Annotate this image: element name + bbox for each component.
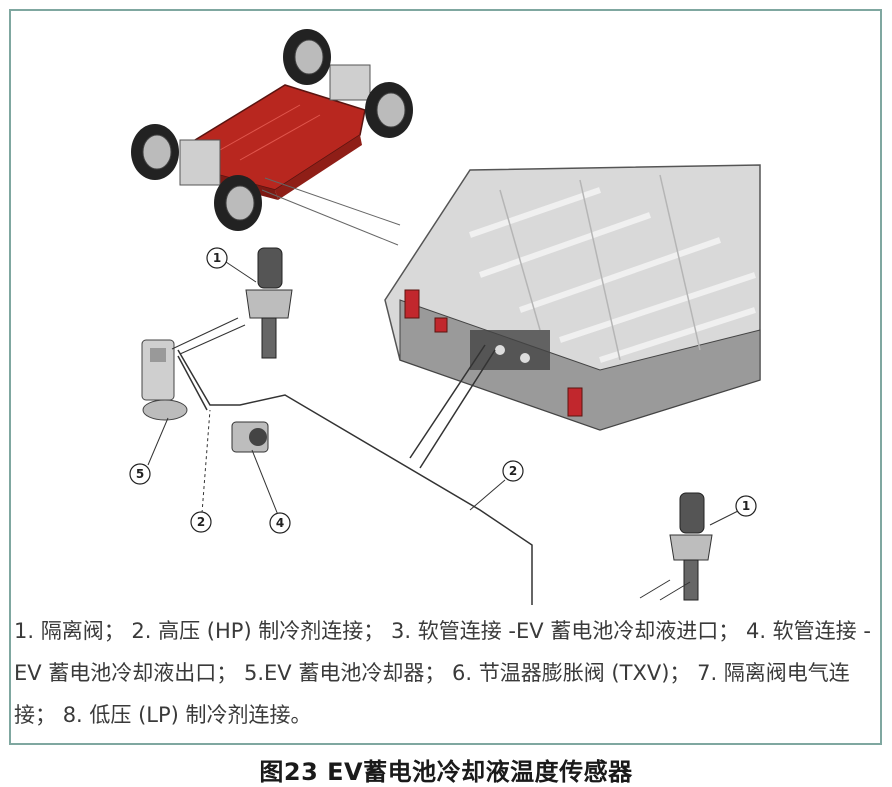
- callout-2-right: 2: [502, 460, 524, 482]
- vehicle-chassis: [131, 29, 413, 231]
- svg-text:5: 5: [136, 467, 144, 481]
- svg-text:1: 1: [213, 251, 221, 265]
- legend-item: 7. 隔离阀电气连接；: [14, 661, 850, 727]
- leader-lines: [147, 261, 741, 601]
- callout-1-right: 1: [735, 495, 757, 517]
- figure-caption: 图23 EV蓄电池冷却液温度传感器: [259, 758, 633, 786]
- refrigerant-pipes: [177, 344, 533, 605]
- svg-text:2: 2: [509, 464, 517, 478]
- legend-item: 6. 节温器膨胀阀 (TXV)；: [452, 661, 691, 685]
- legend-item: 4. 软管连接 -EV 蓄电池冷却液出口；: [14, 619, 871, 685]
- svg-text:1: 1: [742, 499, 750, 513]
- zoom-lines: [261, 177, 401, 246]
- svg-text:2: 2: [197, 515, 205, 529]
- legend: 1. 隔离阀； 2. 高压 (HP) 制冷剂连接； 3. 软管连接 -EV 蓄电…: [14, 610, 874, 736]
- sensor-1-top: [245, 247, 293, 359]
- callout-2-left: 2: [190, 511, 212, 533]
- sensor-1-right: [669, 492, 713, 601]
- wheel: [214, 175, 262, 231]
- legend-item: 8. 低压 (LP) 制冷剂连接。: [62, 703, 312, 727]
- legend-item: 1. 隔离阀；: [14, 619, 125, 643]
- legend-item: 2. 高压 (HP) 制冷剂连接；: [131, 619, 385, 643]
- wheel: [283, 29, 331, 85]
- callout-1-top: 1: [206, 247, 228, 269]
- wheel: [365, 82, 413, 138]
- battery-pack: [384, 164, 761, 431]
- fitting-4: [231, 421, 269, 453]
- legend-item: 5.EV 蓄电池冷却器；: [244, 661, 446, 685]
- wheel: [131, 124, 179, 180]
- legend-item: 3. 软管连接 -EV 蓄电池冷却液进口；: [391, 619, 740, 643]
- callout-4: 4: [269, 512, 291, 534]
- chiller-5: [141, 339, 188, 421]
- svg-text:4: 4: [276, 516, 284, 530]
- callout-5: 5: [129, 463, 151, 485]
